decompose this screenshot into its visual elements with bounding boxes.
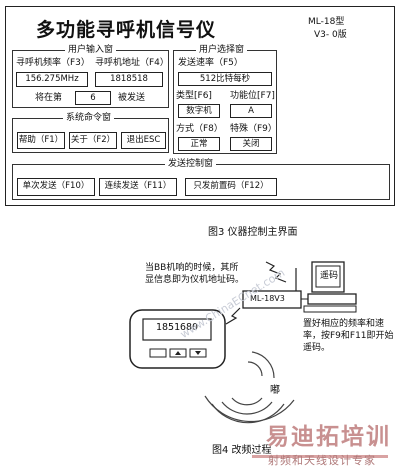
- wave-arc: [204, 395, 295, 423]
- user-input-group: 用户输入窗 寻呼机频率（F3） 寻呼机地址（F4） 156.275MHz 181…: [12, 45, 169, 108]
- panel-title: 多功能寻呼机信号仪: [36, 19, 217, 41]
- fig4-note-right: 置好相应的频率和速率，按F9和F11即开始遥码。: [303, 319, 394, 353]
- preamble-send-button[interactable]: 只发前置码（F12）: [185, 178, 277, 196]
- freq-field[interactable]: 156.275MHz: [16, 72, 88, 87]
- send-control-group: 发送控制窗 单次发送（F10） 连续发送（F11） 只发前置码（F12）: [12, 159, 390, 200]
- signal-zigzag-icon: [225, 307, 241, 325]
- rate-label: 发送速率（F5）: [178, 58, 243, 68]
- system-command-title: 系统命令窗: [63, 113, 115, 123]
- special-field[interactable]: 关闭: [230, 137, 272, 151]
- type-field[interactable]: 数字机: [178, 104, 220, 118]
- computer-base: [307, 293, 357, 305]
- monitor-screen: [315, 265, 341, 288]
- wave-arc: [251, 351, 275, 379]
- addr-label: 寻呼机地址（F4）: [95, 58, 169, 68]
- send-control-title: 发送控制窗: [165, 159, 217, 169]
- pager-button: [149, 348, 167, 358]
- user-select-title: 用户选择窗: [196, 45, 248, 55]
- sound-glyph: 嘟: [270, 385, 280, 396]
- page-prefix-label: 将在第: [35, 93, 63, 103]
- fig3-caption: 图3 仪器控制主界面: [208, 227, 298, 238]
- control-panel: 多功能寻呼机信号仪 ML-18型 V3- 0版 用户输入窗 寻呼机频率（F3） …: [5, 6, 395, 206]
- exit-button[interactable]: 退出ESC: [121, 132, 166, 149]
- pager-button-glyph: [175, 351, 181, 355]
- page-suffix-label: 被发送: [118, 93, 146, 103]
- model-label: ML-18型: [308, 17, 345, 27]
- logo-text: 易迪拓培训: [266, 424, 391, 450]
- mode-field[interactable]: 正常: [178, 137, 220, 151]
- mode-label: 方式（F8）: [176, 124, 223, 134]
- single-send-button[interactable]: 单次发送（F10）: [17, 178, 95, 196]
- logo-bar: [252, 455, 388, 458]
- help-button[interactable]: 帮助（F1）: [17, 132, 65, 149]
- pager-display: 1851680: [155, 322, 199, 333]
- logo-slogan: 射频和天线设计专家: [268, 454, 376, 467]
- computer-label: 遥码: [320, 271, 339, 281]
- user-input-title: 用户输入窗: [65, 45, 117, 55]
- freq-label: 寻呼机频率（F3）: [16, 58, 90, 68]
- fig4-caption: 图4 改频过程: [212, 445, 272, 456]
- wave-arc: [221, 401, 273, 415]
- wave-arc: [247, 361, 263, 377]
- transmitter-label: ML-18V3: [250, 294, 285, 303]
- special-label: 特殊（F9）: [230, 124, 277, 134]
- signal-zigzag-icon: [265, 261, 287, 283]
- keyboard: [303, 305, 357, 313]
- rate-field[interactable]: 512比特每秒: [178, 72, 272, 86]
- addr-field[interactable]: 1818518: [95, 72, 163, 87]
- continuous-send-button[interactable]: 连续发送（F11）: [99, 178, 177, 196]
- type-label: 类型[F6]: [176, 91, 212, 101]
- fig4-note-top: 当BB机响的时候，其所显信息即为仪机地址码。: [145, 263, 245, 285]
- pager-button-glyph: [195, 351, 201, 355]
- pager-screen: [142, 318, 212, 341]
- func-field[interactable]: A: [230, 104, 272, 118]
- user-select-group: 用户选择窗 发送速率（F5） 512比特每秒 类型[F6] 功能位[F7] 数字…: [173, 45, 277, 154]
- page-field[interactable]: 6: [75, 91, 111, 105]
- about-button[interactable]: 关于（F2）: [69, 132, 117, 149]
- wave-arc: [231, 397, 263, 406]
- version-label: V3- 0版: [314, 30, 347, 40]
- system-command-group: 系统命令窗 帮助（F1） 关于（F2） 退出ESC: [12, 113, 169, 153]
- func-label: 功能位[F7]: [230, 91, 275, 101]
